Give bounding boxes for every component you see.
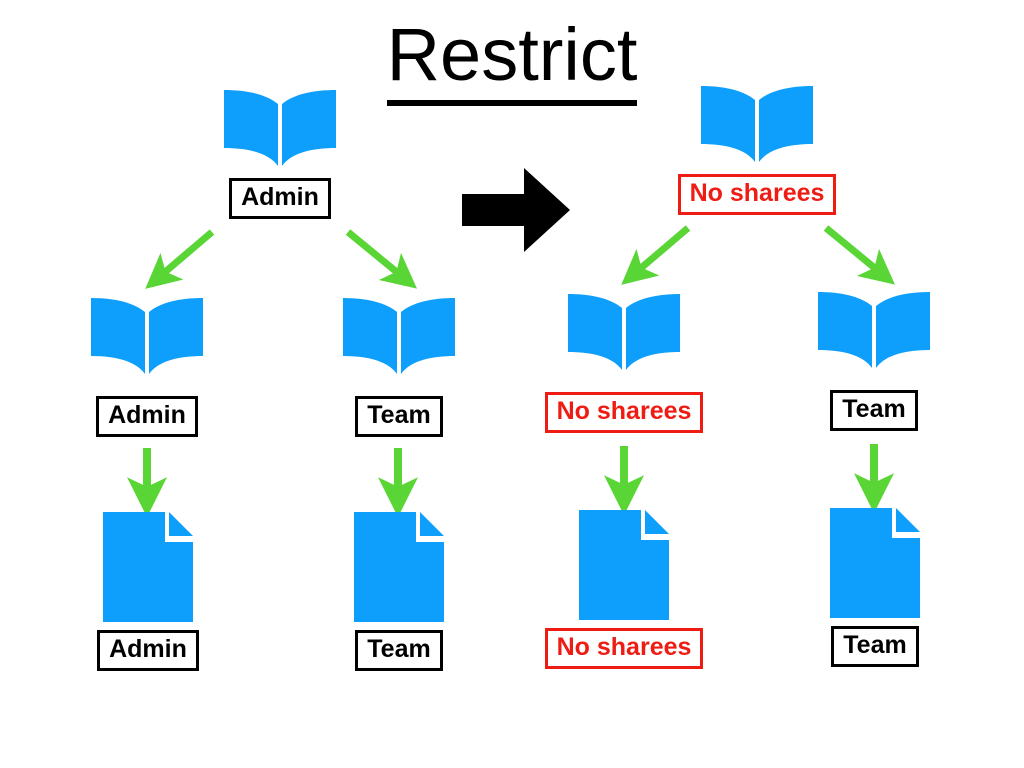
transition-arrow [462, 168, 570, 252]
branch-arrow-left-1 [145, 229, 215, 289]
branch-arrow-left-2 [345, 229, 417, 289]
label-after-child-1: No sharees [544, 392, 704, 433]
node-before-root: Admin [218, 90, 342, 219]
label-after-doc-1: No sharees [544, 628, 704, 669]
open-book-icon [699, 86, 815, 170]
page-title-text: Restrict [386, 13, 638, 106]
document-icon [579, 510, 669, 620]
open-book-icon [89, 298, 205, 382]
node-before-doc-2: Team [341, 512, 457, 671]
open-book-icon [341, 298, 457, 382]
open-book-icon [816, 292, 932, 376]
node-after-child-1: No sharees [544, 294, 704, 433]
document-icon [354, 512, 444, 622]
node-after-child-2: Team [815, 292, 933, 431]
label-before-child-2: Team [355, 396, 443, 437]
label-after-child-2: Team [830, 390, 918, 431]
branch-arrow-right-1 [621, 225, 691, 285]
label-before-child-1: Admin [96, 396, 198, 437]
label-after-doc-2: Team [831, 626, 919, 667]
node-after-doc-1: No sharees [544, 510, 704, 669]
right-arrow-icon [462, 168, 570, 252]
open-book-icon [566, 294, 682, 378]
node-before-child-1: Admin [88, 298, 206, 437]
node-after-root: No sharees [677, 86, 837, 215]
document-icon [103, 512, 193, 622]
branch-arrow-right-2 [823, 225, 895, 285]
label-after-root: No sharees [677, 174, 837, 215]
node-before-child-2: Team [340, 298, 458, 437]
label-before-root: Admin [229, 178, 331, 219]
label-before-doc-2: Team [355, 630, 443, 671]
open-book-icon [222, 90, 338, 174]
node-after-doc-2: Team [817, 508, 933, 667]
document-icon [830, 508, 920, 618]
label-before-doc-1: Admin [97, 630, 199, 671]
node-before-doc-1: Admin [90, 512, 206, 671]
page-title: Restrict [0, 13, 1024, 106]
